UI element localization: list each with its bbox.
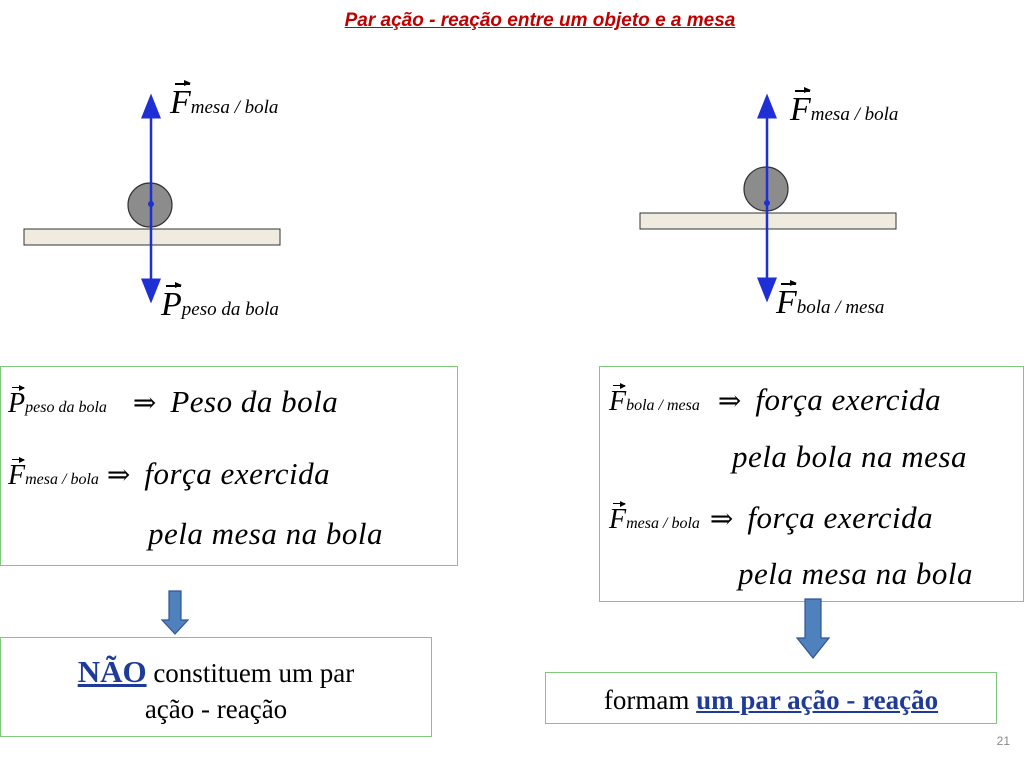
left-box-row-continuation: pela mesa na bola [148,516,383,551]
left-box-row-f-mesa-bola: Fmesa / bola ⇒ força exercida [8,456,331,491]
right-box-row-f-bola-mesa: Fbola / mesa ⇒ força exercida [609,382,942,417]
right-box-row-continuation-1: pela bola na mesa [732,439,967,474]
implies-symbol: ⇒ [717,386,742,417]
implies-symbol: ⇒ [132,388,157,419]
right-diagram [639,93,897,303]
page-number: 21 [996,734,1010,748]
contact-point-left [148,201,154,207]
label-f-bola-mesa-right: Fbola / mesa [776,280,885,321]
right-box-row-f-mesa-bola: Fmesa / bola ⇒ força exercida [609,500,934,535]
right-definition-box [599,366,1024,602]
block-arrow-down-left-icon [160,590,190,635]
nao-emphasis: NÃO [77,654,147,689]
implies-symbol: ⇒ [709,504,734,535]
left-result-box: NÃO constituem um par ação - reação [0,637,432,737]
left-diagram [23,93,281,304]
right-box-row-continuation-2: pela mesa na bola [738,556,973,591]
left-definition-box [0,366,458,566]
contact-point-right [764,200,770,206]
par-acao-reacao-emphasis: um par ação - reação [696,685,939,715]
right-result-box: formam um par ação - reação [545,672,997,724]
left-box-row-peso: Ppeso da bola ⇒ Peso da bola [8,384,339,419]
slide-title: Par ação - reação entre um objeto e a me… [344,10,736,31]
implies-symbol: ⇒ [106,460,131,491]
block-arrow-down-right-icon [795,598,831,659]
label-p-peso-bola-left: Ppeso da bola [161,282,279,323]
label-f-mesa-bola-left: Fmesa / bola [170,80,279,121]
label-f-mesa-bola-right: Fmesa / bola [790,87,899,128]
